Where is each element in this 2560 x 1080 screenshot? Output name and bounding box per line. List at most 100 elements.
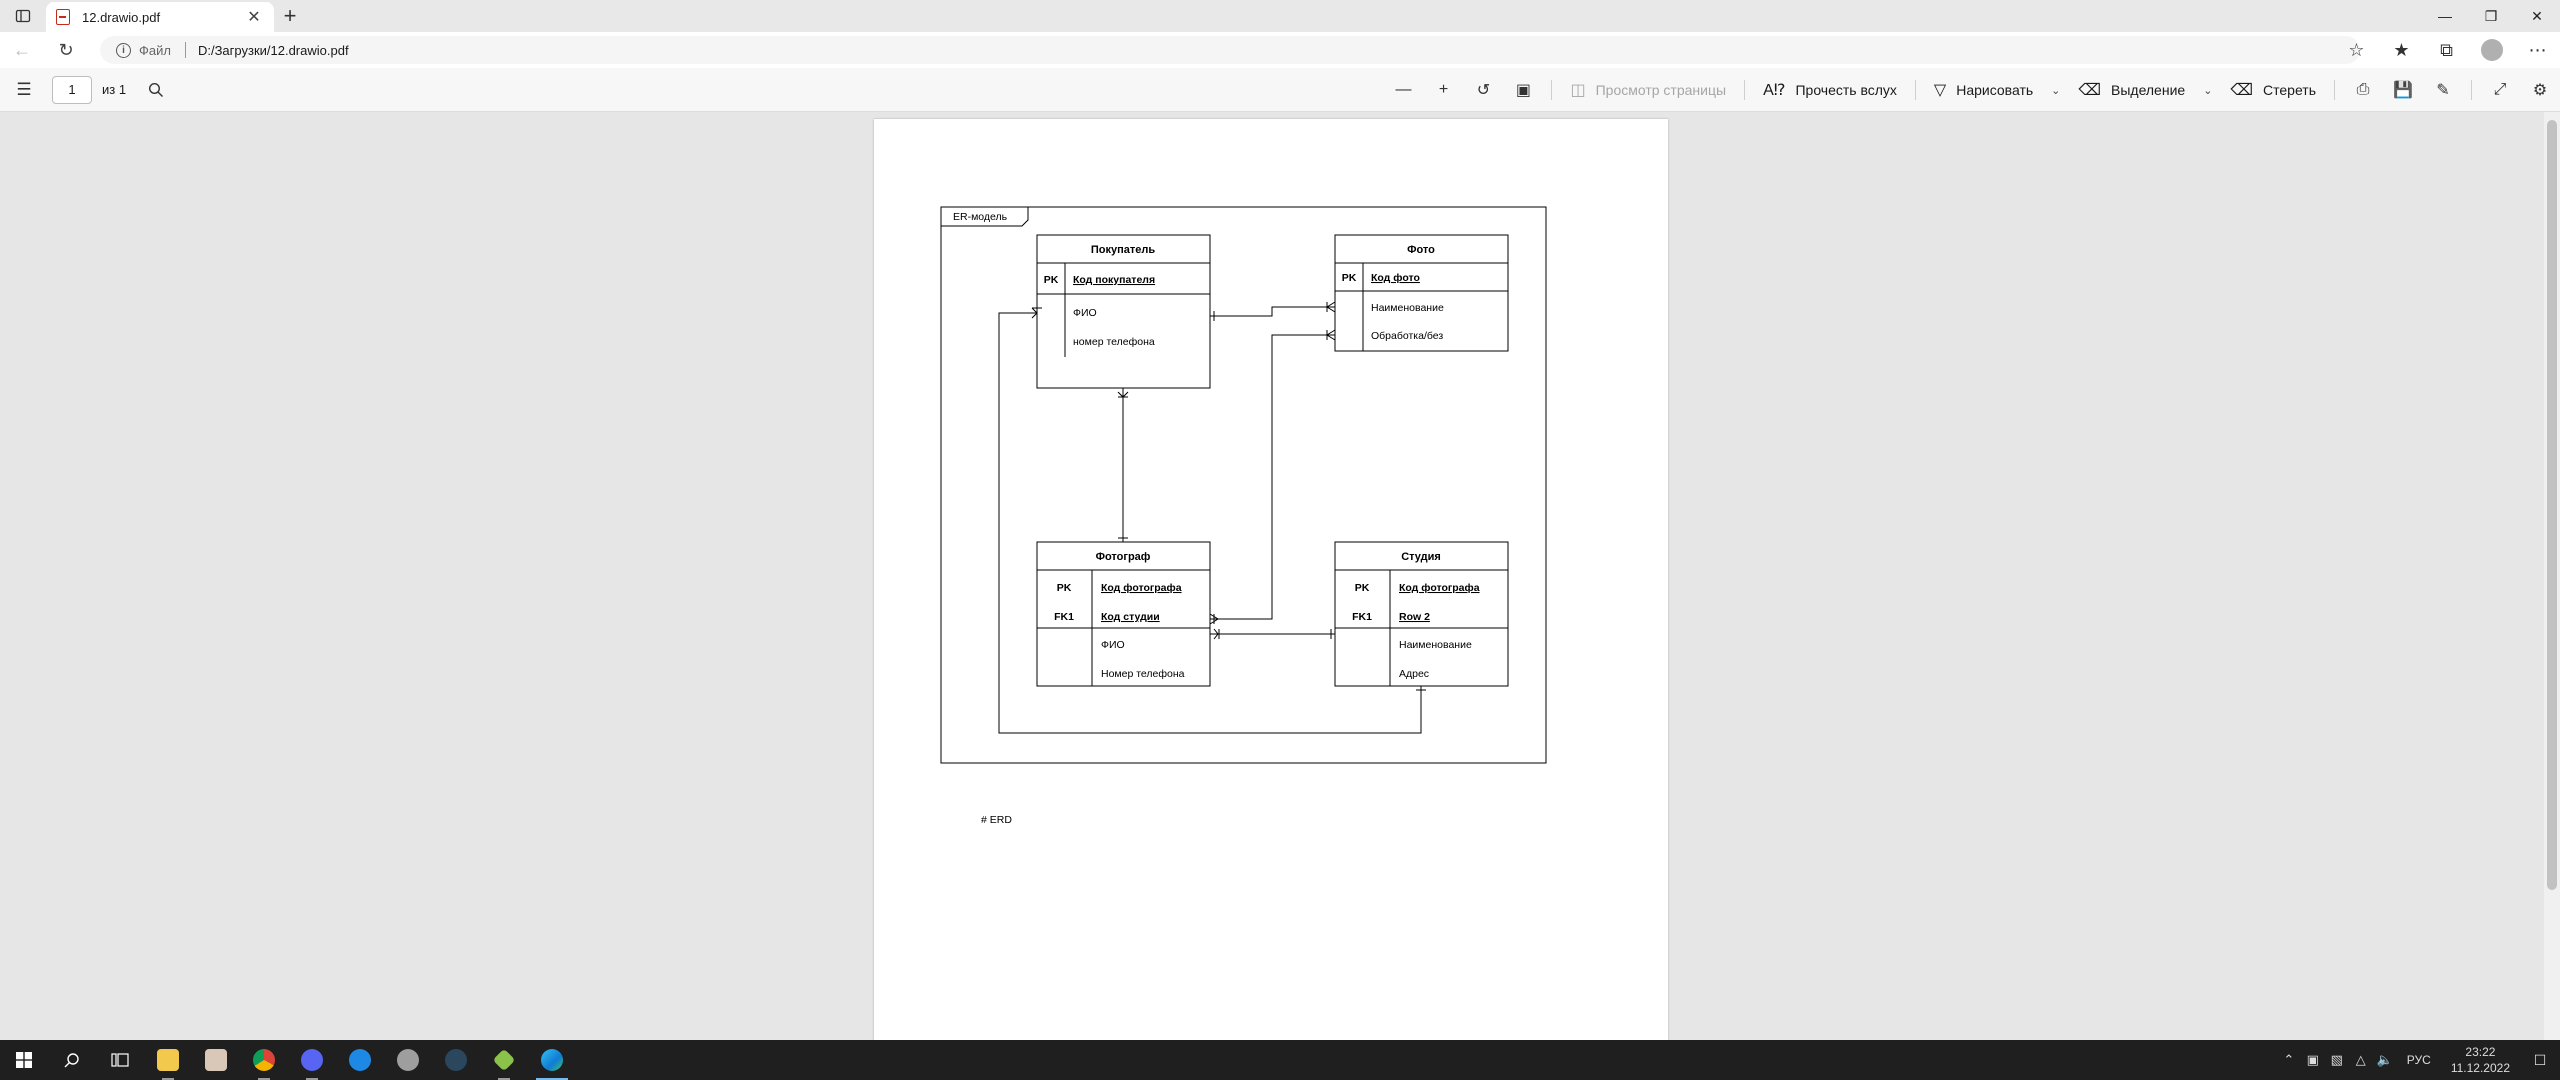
start-windows-icon[interactable] xyxy=(0,1040,48,1080)
chrome-logo-icon xyxy=(253,1049,275,1071)
clock-time: 23:22 xyxy=(2465,1045,2496,1059)
photographer-attr1: ФИО xyxy=(1101,639,1125,651)
studio-attr2: Адрес xyxy=(1399,668,1429,680)
collections-icon[interactable]: ⧉ xyxy=(2440,39,2453,60)
app-icon-green[interactable] xyxy=(480,1040,528,1080)
edge-icon[interactable] xyxy=(528,1040,576,1080)
input-language[interactable]: РУС xyxy=(2406,1053,2431,1067)
green-app-icon xyxy=(492,1048,516,1072)
favorites-icon[interactable]: ★ xyxy=(2393,39,2410,60)
photographer-attr2: Номер телефона xyxy=(1101,668,1185,680)
zoom-out-icon[interactable]: — xyxy=(1395,81,1412,98)
chrome-icon[interactable] xyxy=(240,1040,288,1080)
draw-options-chevron-down-icon[interactable]: ⌄ xyxy=(2051,84,2061,97)
draw-button[interactable]: ▽ Нарисовать xyxy=(1924,68,2043,112)
task-view-icon[interactable] xyxy=(96,1040,144,1080)
minimize-icon[interactable]: — xyxy=(2438,8,2452,24)
highlight-icon: ⌫ xyxy=(2078,82,2101,99)
page-view-label: Просмотр страницы xyxy=(1595,82,1727,98)
rel-buyer-photo xyxy=(1210,306,1335,317)
studio-title: Студия xyxy=(1401,551,1441,563)
save-icon[interactable]: 💾 xyxy=(2393,82,2413,99)
rel-photographer-photo xyxy=(1210,334,1335,620)
app-icon-gray[interactable] xyxy=(384,1040,432,1080)
page-count: из 1 xyxy=(102,82,127,97)
zoom-in-icon[interactable]: + xyxy=(1438,81,1449,98)
buyer-attr2: номер телефона xyxy=(1073,336,1155,348)
pdf-toolbar: ☰ 1 из 1 — + ↺ ▣ ◫ Просмотр страницы A⁉ … xyxy=(0,68,2560,112)
address-bar: ← ↻ i Файл D:/Загрузки/12.drawio.pdf ☆ ★… xyxy=(0,32,2560,68)
photo-attr1: Наименование xyxy=(1371,302,1444,314)
save-as-icon[interactable]: ✎ xyxy=(2436,82,2450,99)
folder-icon xyxy=(157,1049,179,1071)
toolbar-divider xyxy=(2334,80,2335,100)
url-scheme: Файл xyxy=(139,42,171,58)
tray-volume-icon[interactable]: 🔈 xyxy=(2376,1052,2393,1067)
discord-icon[interactable] xyxy=(288,1040,336,1080)
close-window-icon[interactable]: ✕ xyxy=(2531,7,2543,24)
new-tab-button[interactable]: + xyxy=(283,3,297,28)
window-controls: — ❐ ✕ xyxy=(2422,0,2560,32)
photo-attr2: Обработка/без xyxy=(1371,330,1443,342)
fit-page-icon[interactable]: ▣ xyxy=(1515,82,1532,99)
url-field[interactable]: i Файл D:/Загрузки/12.drawio.pdf xyxy=(100,36,2360,64)
profile-avatar-icon[interactable] xyxy=(2481,39,2503,61)
pdf-viewer[interactable]: ER-модель Покупатель PK Код покупателя Ф… xyxy=(0,112,2560,1040)
tray-network-icon[interactable]: △ xyxy=(2355,1052,2366,1067)
blue-app-icon xyxy=(349,1049,371,1071)
page-number-input[interactable]: 1 xyxy=(52,75,92,104)
draw-icon: ▽ xyxy=(1933,82,1947,99)
toolbar-divider xyxy=(1744,80,1746,100)
pdf-page: ER-модель Покупатель PK Код покупателя Ф… xyxy=(874,119,1668,1040)
settings-gear-icon[interactable]: ⚙ xyxy=(2532,82,2548,99)
tab-actions-icon[interactable] xyxy=(0,0,46,32)
frame-label-tab xyxy=(941,207,1029,227)
app-icon-blue[interactable] xyxy=(336,1040,384,1080)
rel-studio-buyer xyxy=(998,312,1422,734)
frame-border xyxy=(940,206,1547,764)
notifications-icon[interactable]: ☐ xyxy=(2533,1051,2547,1068)
edge-logo-icon xyxy=(541,1049,563,1071)
highlight-options-chevron-down-icon[interactable]: ⌄ xyxy=(2203,84,2213,97)
vertical-scrollbar[interactable] xyxy=(2544,112,2560,1040)
steam-icon[interactable] xyxy=(432,1040,480,1080)
scrollbar-thumb[interactable] xyxy=(2547,120,2557,890)
page-view-button[interactable]: ◫ Просмотр страницы xyxy=(1560,68,1736,112)
photo-box xyxy=(1334,234,1509,352)
toolbar-divider xyxy=(2471,80,2472,100)
highlight-button[interactable]: ⌫ Выделение xyxy=(2068,68,2195,112)
buyer-pk-name: Код покупателя xyxy=(1073,274,1155,286)
app-icon-image-viewer[interactable] xyxy=(192,1040,240,1080)
rotate-icon[interactable]: ↺ xyxy=(1476,82,1491,99)
tray-display-icon[interactable]: ▧ xyxy=(2330,1052,2343,1067)
photographer-pk-name: Код фотографа xyxy=(1101,582,1182,594)
more-menu-icon[interactable]: ⋯ xyxy=(2528,39,2547,60)
back-icon[interactable]: ← xyxy=(13,39,31,60)
table-of-contents-icon[interactable]: ☰ xyxy=(16,79,32,99)
file-explorer-icon[interactable] xyxy=(144,1040,192,1080)
fullscreen-icon[interactable]: ⤢ xyxy=(2493,81,2507,98)
read-aloud-button[interactable]: A⁉ Прочесть вслух xyxy=(1753,68,1907,112)
erase-button[interactable]: ⌫ Стереть xyxy=(2220,68,2326,112)
discord-logo-icon xyxy=(301,1049,323,1071)
search-icon[interactable] xyxy=(132,68,180,112)
tab-active[interactable]: 12.drawio.pdf ✕ xyxy=(46,2,274,32)
add-favorite-icon[interactable]: ☆ xyxy=(2348,39,2365,60)
tray-chevron-up-icon[interactable]: ⌃ xyxy=(2283,1052,2295,1067)
tab-close-icon[interactable]: ✕ xyxy=(247,9,261,26)
photo-title: Фото xyxy=(1407,244,1435,256)
search-icon[interactable] xyxy=(48,1040,96,1080)
tray-device-icon[interactable]: ▣ xyxy=(2306,1052,2319,1067)
info-icon[interactable]: i xyxy=(116,42,131,58)
buyer-pk-key: PK xyxy=(1044,274,1059,286)
photographer-pk-key: PK xyxy=(1057,582,1072,594)
studio-pk-key: PK xyxy=(1355,582,1370,594)
buyer-box xyxy=(1036,234,1211,389)
clock[interactable]: 23:22 11.12.2022 xyxy=(2441,1044,2520,1076)
page-view-icon: ◫ xyxy=(1570,82,1586,99)
print-icon[interactable]: ⎙ xyxy=(2356,81,2370,98)
frame-label: ER-модель xyxy=(953,211,1008,223)
refresh-icon[interactable]: ↻ xyxy=(58,39,74,60)
restore-icon[interactable]: ❐ xyxy=(2484,7,2498,24)
draw-label: Нарисовать xyxy=(1956,82,2034,98)
